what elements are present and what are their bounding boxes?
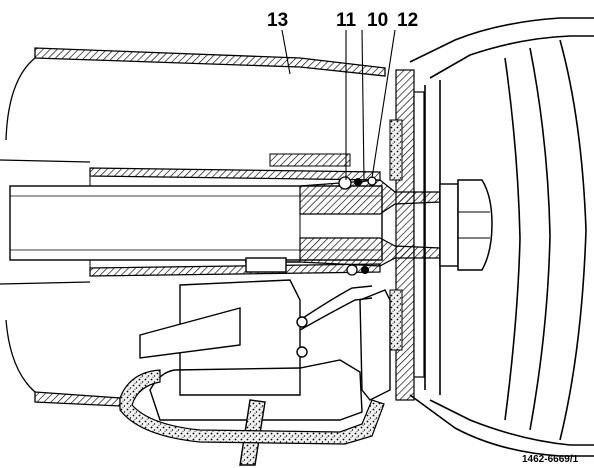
seal-rings <box>338 176 377 276</box>
callout-10: 10 <box>367 10 388 31</box>
callout-12: 12 <box>397 10 418 31</box>
wheel-hub-housing <box>409 17 594 457</box>
axle-nut <box>439 179 493 271</box>
reference-number: 1462-6669/1 <box>522 454 579 465</box>
axle-tube <box>5 47 386 407</box>
inner-tube <box>0 159 381 285</box>
callout-11: 11 <box>336 10 357 31</box>
rubber-boot <box>119 369 385 445</box>
brake-bracket <box>139 257 391 466</box>
callout-13: 13 <box>267 10 288 31</box>
leader-lines <box>281 29 396 181</box>
brake-disc <box>389 69 425 401</box>
